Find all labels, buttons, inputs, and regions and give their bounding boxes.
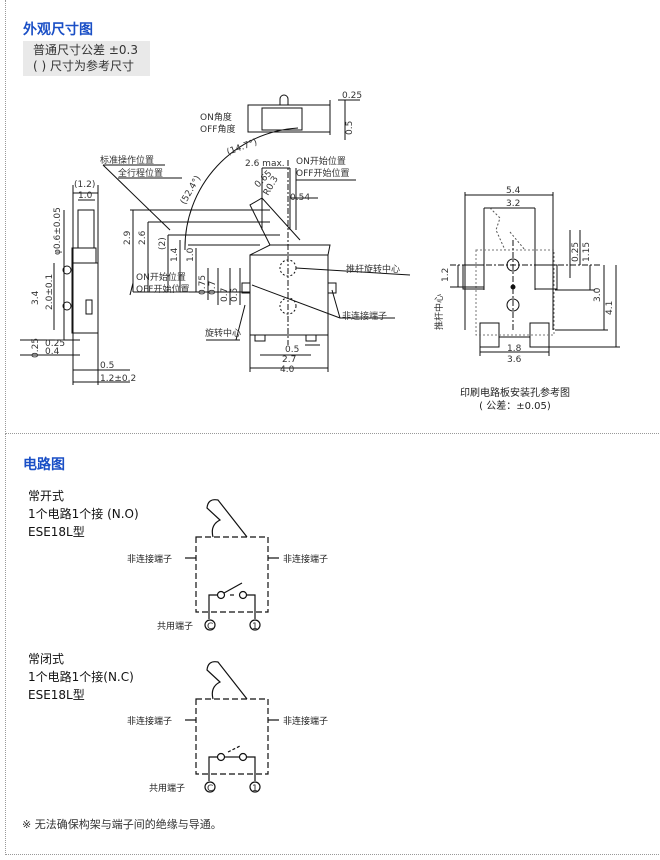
dim-side-1-2-tol: 1.2±0.2 xyxy=(100,374,136,384)
dim-side-1-2: (1.2) xyxy=(74,180,95,190)
dimensions-title: 外观尺寸图 xyxy=(23,22,93,38)
circuit-title: 电路图 xyxy=(23,457,65,473)
dim-pcb-4-1: 4.1 xyxy=(605,301,615,315)
dimensions-section xyxy=(5,0,660,434)
dim-pcb-0-25: 0.25 xyxy=(571,242,581,262)
no-type: 常开式 1个电路1个接 (N.O) ESE18L型 xyxy=(28,487,139,541)
footnote: ※ 无法确保构架与端子间的绝缘与导通。 xyxy=(22,818,222,831)
label-pcb-center: 推杆中心 xyxy=(433,294,445,330)
dim-side-1-0: 1.0 xyxy=(78,191,93,201)
note-line-1: 普通尺寸公差 ±0.3 xyxy=(33,43,138,57)
dim-side-2-0: 2.0±0.1 xyxy=(45,274,55,310)
dim-top-0-25: 0.25 xyxy=(342,91,362,101)
dim-0-5-h: 0.5 xyxy=(230,288,240,302)
no-diagram xyxy=(185,499,279,631)
no-line-3: ESE18L型 xyxy=(28,525,85,539)
no-term-c: C xyxy=(207,622,213,632)
angle-14-7: (14.7°) xyxy=(226,138,259,158)
dim-0-7-b: 0.7 xyxy=(220,288,230,302)
label-on-start: ON开始位置 xyxy=(296,155,346,167)
no-common-label: 共用端子 xyxy=(157,620,193,632)
no-term-1: 1 xyxy=(252,622,258,632)
dim-pcb-1-2: 1.2 xyxy=(441,268,451,282)
dim-pcb-5-4: 5.4 xyxy=(506,186,521,196)
nc-common-label: 共用端子 xyxy=(149,782,185,794)
dim-top-0-5: 0.5 xyxy=(345,121,355,135)
dim-side-0-5: 0.5 xyxy=(100,361,114,371)
label-std-pos: 标准操作位置 xyxy=(100,154,154,166)
label-on-angle: ON角度 xyxy=(200,111,232,123)
circuit-diagrams: 非连接端子 非连接端子 共用端子 C 1 非连接端子 非连接端子 共用端子 C … xyxy=(127,499,328,794)
nc-line-2: 1个电路1个接(N.C) xyxy=(28,670,134,684)
circuit-section xyxy=(5,434,660,855)
dim-side-0-25-b: 0.25 xyxy=(31,338,41,358)
nc-term-c: C xyxy=(207,784,213,794)
nc-term-1: 1 xyxy=(252,784,258,794)
dim-1-4: 1.4 xyxy=(170,247,180,262)
label-off-angle: OFF角度 xyxy=(200,123,235,135)
dim-2-7: 2.7 xyxy=(282,355,296,365)
no-non-terminal-right: 非连接端子 xyxy=(283,553,328,565)
dim-pcb-1-15: 1.15 xyxy=(582,242,592,262)
note-line-2: ( ) 尺寸为参考尺寸 xyxy=(33,59,134,73)
dim-2-6: 2.6 xyxy=(138,230,148,245)
nc-non-terminal-right: 非连接端子 xyxy=(283,715,328,727)
nc-diagram xyxy=(185,661,279,793)
dim-0-7-a: 0.7 xyxy=(208,281,218,295)
dim-pcb-3-0: 3.0 xyxy=(593,287,603,302)
dim-0-5-w: 0.5 xyxy=(285,345,299,355)
no-line-2: 1个电路1个接 (N.O) xyxy=(28,507,139,521)
nc-line-3: ESE18L型 xyxy=(28,688,85,702)
dim-side-3-4: 3.4 xyxy=(31,290,41,305)
label-lever-center: 推杆旋转中心 xyxy=(346,263,400,275)
nc-non-terminal-left: 非连接端子 xyxy=(127,715,172,727)
dim-4-0: 4.0 xyxy=(280,365,295,375)
label-non-terminal: 非连接端子 xyxy=(342,310,387,322)
label-off-start-2: OFF开始位置 xyxy=(136,283,189,295)
dim-pcb-3-2: 3.2 xyxy=(506,199,520,209)
label-rot-center: 旋转中心 xyxy=(205,327,241,339)
dim-0-75: 0.75 xyxy=(198,275,208,295)
no-non-terminal-left: 非连接端子 xyxy=(127,553,172,565)
pcb-tolerance: ( 公差：±0.05) xyxy=(479,401,551,412)
tolerance-note: 普通尺寸公差 ±0.3 ( ) 尺寸为参考尺寸 xyxy=(23,41,150,76)
dimension-drawing: ON角度 OFF角度 (14.7°) (52.4°) 标准操作位置 全行程位置 … xyxy=(20,91,620,385)
nc-line-1: 常闭式 xyxy=(28,652,65,666)
label-off-start: OFF开始位置 xyxy=(296,167,349,179)
dim-1-0: 1.0 xyxy=(186,247,196,262)
no-line-1: 常开式 xyxy=(28,489,65,503)
dim-side-0-4: 0.4 xyxy=(45,347,60,357)
dim-2-6-max: 2.6 max. xyxy=(245,159,285,169)
dim-0-54: 0.54 xyxy=(290,193,310,203)
pcb-caption: 印刷电路板安装孔参考图 xyxy=(460,388,570,399)
label-full-pos: 全行程位置 xyxy=(118,167,163,179)
dim-pcb-3-6: 3.6 xyxy=(507,355,522,365)
label-on-start-2: ON开始位置 xyxy=(136,271,186,283)
dim-2-9: 2.9 xyxy=(123,230,133,245)
dim-2: (2) xyxy=(158,237,168,250)
nc-type: 常闭式 1个电路1个接(N.C) ESE18L型 xyxy=(28,650,134,704)
dim-pcb-1-8: 1.8 xyxy=(507,344,522,354)
dim-side-0-25-a: 0.25 xyxy=(45,339,65,349)
dim-phi: φ0.6±0.05 xyxy=(53,207,63,255)
